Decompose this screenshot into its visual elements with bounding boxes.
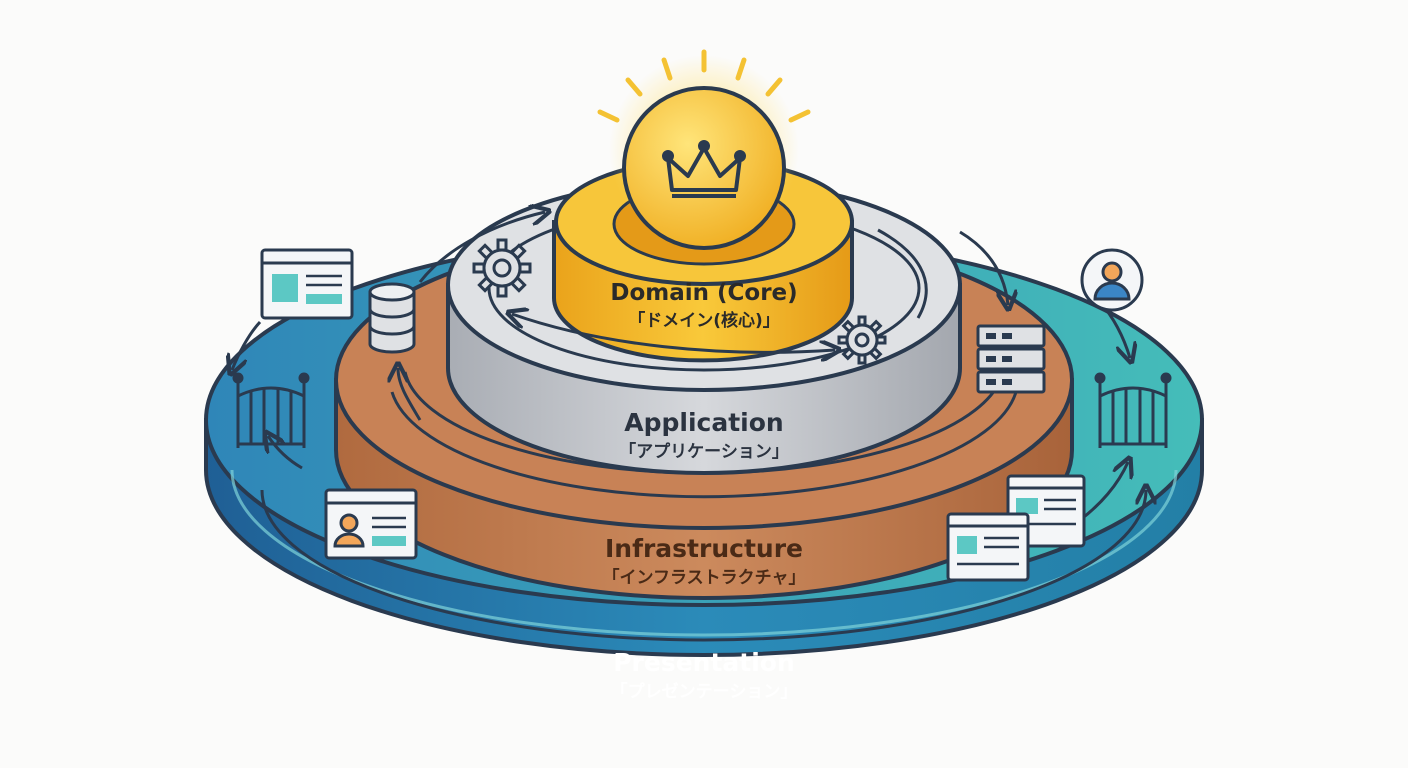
user-avatar-icon xyxy=(1080,248,1144,312)
server-rack-icon xyxy=(976,324,1046,394)
crown-icon xyxy=(662,140,746,198)
domain-subtitle: 「ドメイン(核心)」 xyxy=(628,311,780,331)
domain-label: Domain (Core) 「ドメイン(核心)」 xyxy=(610,280,797,331)
database-icon xyxy=(368,282,416,354)
browser-window-icon xyxy=(260,248,354,320)
presentation-label: Presentation 「プレゼンテーション」 xyxy=(611,648,798,702)
application-subtitle: 「アプリケーション」 xyxy=(619,442,789,462)
gate-icon xyxy=(1094,372,1172,448)
infrastructure-label: Infrastructure 「インフラストラクチャ」 xyxy=(603,534,806,588)
user-card-icon xyxy=(324,488,418,560)
presentation-subtitle: 「プレゼンテーション」 xyxy=(610,682,798,702)
infrastructure-subtitle: 「インフラストラクチャ」 xyxy=(602,568,806,588)
infrastructure-flow-arrows xyxy=(398,230,1008,421)
presentation-title: Presentation xyxy=(613,648,795,677)
domain-title: Domain (Core) xyxy=(610,280,798,306)
application-title: Application xyxy=(624,408,784,437)
infrastructure-title: Infrastructure xyxy=(604,534,803,563)
application-label: Application 「アプリケーション」 xyxy=(619,408,789,462)
application-flow-arrows xyxy=(418,212,928,352)
sun-rays xyxy=(597,49,811,123)
gear-icon xyxy=(837,315,887,365)
gate-icon xyxy=(232,372,310,448)
browser-window-icon xyxy=(946,512,1030,582)
gear-icon xyxy=(472,238,532,298)
